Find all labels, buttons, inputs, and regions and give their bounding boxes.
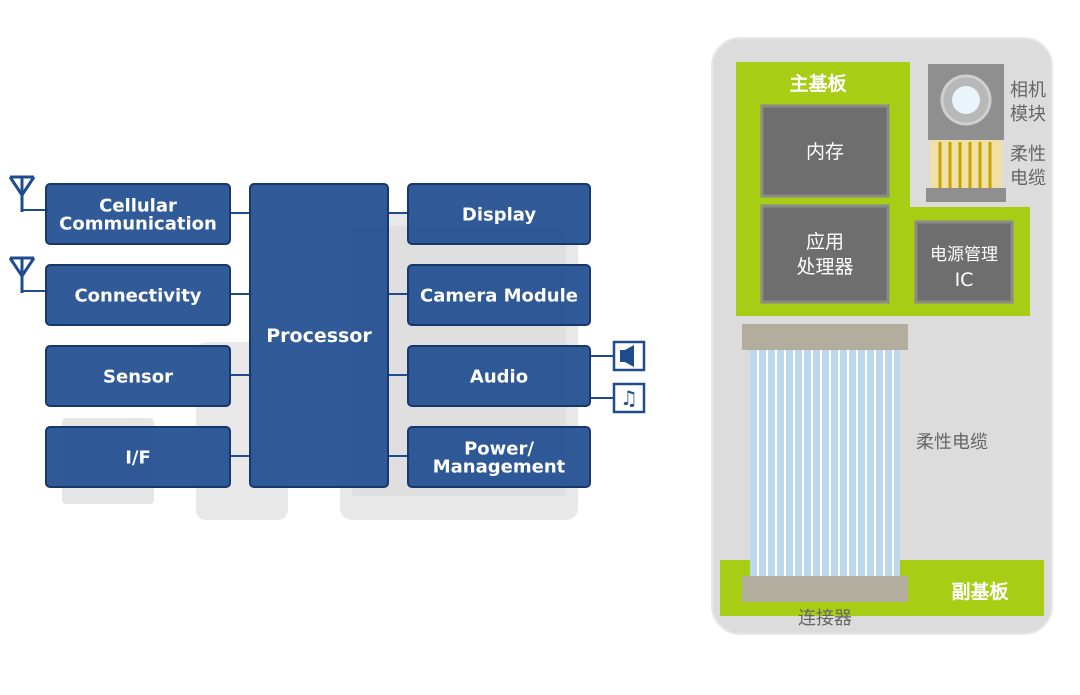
processor-block-label: Processor [266, 325, 372, 347]
connector-label: 连接器 [798, 608, 852, 629]
svg-text:♫: ♫ [620, 386, 638, 410]
memory-label: 内存 [806, 141, 844, 163]
blocks-layer: CellularCommunicationConnectivitySensorI… [45, 183, 591, 488]
speaker-icon [612, 340, 646, 372]
antenna-icon [8, 256, 36, 293]
connector-lines [21, 195, 614, 457]
block-left-3-label: I/F [125, 447, 151, 468]
flex-cable-label: 柔性电缆 [916, 432, 988, 453]
block-right-2-label: Audio [470, 366, 528, 387]
flex-cable-top-label-line2: 电缆 [1010, 168, 1046, 189]
antenna-link-line [21, 195, 48, 211]
antenna-icon [8, 175, 36, 212]
camera-module-label-line2: 模块 [1010, 104, 1046, 125]
block-left-1: Connectivity [45, 264, 231, 326]
flex-cable-top-connector [742, 324, 908, 350]
block-left-1-box [45, 264, 231, 326]
music-note-icon: ♫ [612, 382, 646, 414]
block-left-1-label: Connectivity [74, 285, 201, 306]
antenna-link-line [21, 276, 48, 292]
block-right-0-label: Display [462, 204, 536, 225]
camera-connector [926, 188, 1006, 202]
block-diagram-svg: ♫ CellularCommunicationConnectivitySenso… [8, 175, 646, 520]
block-right-1-label: Camera Module [420, 285, 578, 306]
board-diagram-svg: 主基板 内存 应用 处理器 电源管理 IC 相机 模块 柔性 电缆 [711, 37, 1053, 635]
block-left-0-label: Communication [59, 213, 217, 234]
block-right-3-box [407, 426, 591, 488]
block-right-2: Audio [407, 345, 591, 407]
block-left-2-label: Sensor [103, 366, 173, 387]
app-processor-chip [760, 204, 890, 304]
processor-block-box [249, 183, 389, 488]
sub-board-label: 副基板 [951, 580, 1009, 603]
power-ic-chip [914, 220, 1014, 304]
app-processor-label-line2: 处理器 [796, 256, 853, 278]
flex-cable [750, 350, 900, 578]
block-right-3-label: Management [433, 456, 566, 477]
block-left-0-box [45, 183, 231, 245]
block-right-3: Power/Management [407, 426, 591, 488]
block-left-2-box [45, 345, 231, 407]
block-left-3: I/F [45, 426, 231, 488]
flex-cable-top-label-line1: 柔性 [1010, 144, 1046, 165]
block-left-2: Sensor [45, 345, 231, 407]
flex-cable-bottom-connector [742, 576, 908, 602]
board-diagram: 主基板 内存 应用 处理器 电源管理 IC 相机 模块 柔性 电缆 [700, 0, 1080, 695]
block-right-2-box [407, 345, 591, 407]
main-board-label: 主基板 [789, 72, 847, 95]
flex-cable-traces [757, 350, 894, 578]
camera-module-label-line1: 相机 [1010, 80, 1046, 101]
memory-chip [760, 104, 890, 198]
block-right-1: Camera Module [407, 264, 591, 326]
power-ic-label-line2: IC [955, 269, 974, 291]
block-left-0-label: Cellular [99, 195, 177, 216]
camera-flex-cable-traces [938, 142, 992, 188]
block-right-0: Display [407, 183, 591, 245]
camera-lens-inner [952, 86, 980, 114]
block-right-1-box [407, 264, 591, 326]
block-right-0-box [407, 183, 591, 245]
power-ic-label-line1: 电源管理 [930, 245, 998, 265]
app-processor-label-line1: 应用 [806, 231, 844, 253]
block-left-3-box [45, 426, 231, 488]
block-right-3-label: Power/ [464, 438, 534, 459]
processor-block: Processor [249, 183, 389, 488]
